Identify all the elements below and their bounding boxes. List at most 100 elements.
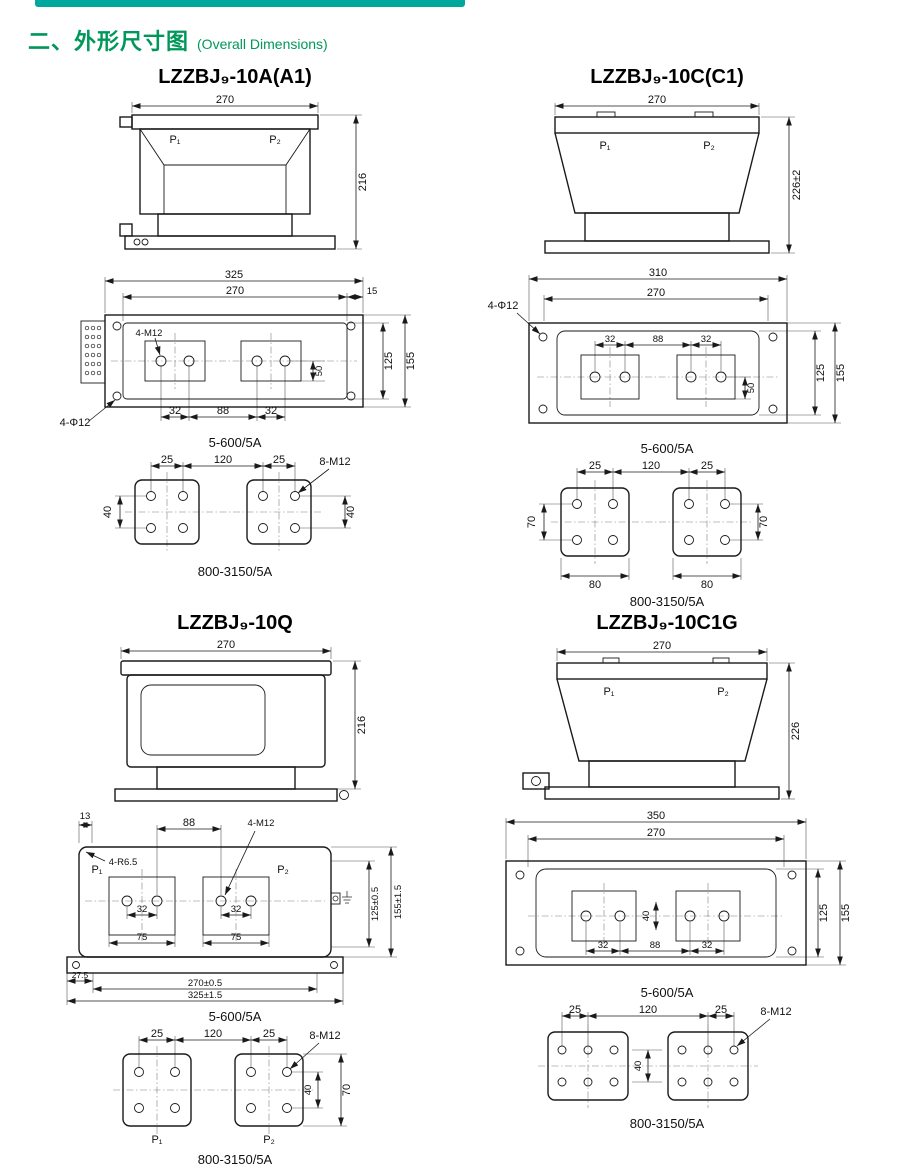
c1g-pads-dim-25-left: 25 [569,1004,581,1016]
c1g-front-extension-lines [556,648,795,800]
q-pads-dim-40: 40 [303,1085,314,1096]
a-plan-phi-leader [88,399,116,422]
c-pads-dim-25-right: 25 [701,460,713,472]
c-plan-dim-outer-width: 310 [649,267,667,279]
a-plan-dim-32-right: 32 [265,405,277,417]
c-plan-dim-88: 88 [653,334,664,345]
c-plan-dim-125: 125 [815,364,827,382]
a-plan-phi-label: 4-Φ12 [60,417,91,429]
c-pads-dim-70-left: 70 [526,516,538,528]
c-pads-extension-lines [539,468,763,580]
q-plan-dim-125: 125±0.5 [370,887,381,921]
a-pads-dim-25-left: 25 [161,454,173,466]
c1g-pads-dim-120: 120 [639,1004,657,1016]
c1g-plan-dim-125: 125 [818,904,830,922]
c-plan-dim-155: 155 [835,364,847,382]
c-pads-centerlines [551,480,751,564]
c1g-plan-plate-outline [505,860,807,966]
c1g-plan-dim-40: 40 [641,911,652,922]
c-front-dim-width: 270 [648,94,666,106]
a-pads-dim-25-right: 25 [273,454,285,466]
a-plan-dim-125: 125 [383,352,395,370]
a-plan-dim-32-left: 32 [169,405,181,417]
q-pads-dim-25-right: 25 [263,1028,275,1040]
a-plan-dim-155: 155 [405,352,417,370]
a-pads-m12-leader [297,468,330,494]
c1g-plan-centerlines [528,883,784,949]
c-plan-extension-lines [528,275,841,424]
c-front-p1-label: P₁ [599,140,610,152]
section-header: 二、外形尺寸图 (Overall Dimensions) [28,24,328,56]
a-pads-extension-lines [115,462,351,529]
panel-c-title: LZZBJ₉-10C(C1) [590,66,744,88]
a-front-view-drawing: 270 216 P₁ P₂ [119,94,369,250]
c1g-front-body-outline [522,657,780,800]
a-plan-dim-50: 50 [314,366,325,377]
a-front-dim-width: 270 [216,94,234,106]
q-plan-dim-13: 13 [80,811,91,822]
c-front-dim-height: 226±2 [791,170,803,201]
q-plan-radius-label: 4-R6.5 [109,857,138,868]
a-plan-dim-88: 88 [217,405,229,417]
q-plan-dim-32-left: 32 [137,904,148,915]
a-pads-dimension-lines [117,463,348,528]
panel-q-range-caption-2: 800-3150/5A [197,1152,273,1167]
c1g-plan-view-drawing: 350 270 40 32 88 32 125 155 [505,810,852,966]
c1g-pads-m12-leader [736,1018,771,1047]
q-plan-centerlines [85,869,325,941]
q-pads-dim-25-left: 25 [151,1028,163,1040]
panel-c1g-range-caption-2: 800-3150/5A [629,1116,705,1131]
panel-lzzbj9-10c: LZZBJ₉-10C(C1) 270 226±2 P₁ P₂ [452,64,882,611]
panel-a-title: LZZBJ₉-10A(A1) [158,66,312,88]
c-front-view-drawing: 270 226±2 P₁ P₂ [544,94,803,254]
q-plan-dim-325: 325±1.5 [188,990,222,1001]
a-front-dimension-lines [132,103,359,249]
a-plan-dim-outer-width: 325 [225,269,243,281]
panel-lzzbj9-10c1g: LZZBJ₉-10C1G 270 226 P₁ P₂ [452,610,882,1133]
q-pads-extension-lines [138,1036,347,1127]
q-plan-ground-terminal [330,891,352,905]
q-plan-m12-label: 4-M12 [248,818,275,829]
top-accent-bar [35,0,465,7]
q-plan-dim-75-right: 75 [231,932,242,943]
q-plan-dim-32-right: 32 [231,904,242,915]
c-pads-dimension-lines [541,469,761,579]
panel-lzzbj9-10a: LZZBJ₉-10A(A1) 270 216 P₁ P₂ [20,64,450,581]
c1g-pads-m12-label: 8-M12 [760,1006,791,1018]
c1g-front-dimension-lines [557,649,792,799]
q-plan-view-drawing: 13 4-R6.5 88 4-M12 P₁ P₂ 32 32 75 75 27.… [66,811,404,1005]
c1g-plan-dim-inner-width: 270 [647,827,665,839]
q-front-extension-lines [120,647,361,790]
q-plan-dimension-lines [67,822,394,1004]
c1g-front-dim-width: 270 [653,640,671,652]
q-pads-centerlines [113,1046,313,1134]
c1g-pads-view-drawing: 25 120 25 8-M12 40 [538,1004,792,1108]
panel-c1g-range-caption-1: 5-600/5A [640,985,694,1000]
a-plan-m12-leader [154,337,161,356]
c-plan-view-drawing: 310 270 4-Φ12 32 88 32 50 125 155 [488,267,847,424]
a-front-p2-label: P₂ [269,134,281,146]
q-pads-p2-label: P₂ [263,1134,275,1146]
c-plan-dim-32-right: 32 [701,334,712,345]
panel-a-range-caption-1: 5-600/5A [208,435,262,450]
panel-a-range-caption-2: 800-3150/5A [197,564,273,579]
panel-q-range-caption-1: 5-600/5A [208,1009,262,1024]
q-pads-dim-120: 120 [204,1028,222,1040]
q-front-body-outline [114,660,349,802]
a-pads-dim-120: 120 [214,454,232,466]
a-front-body-outline [119,114,336,250]
c1g-plan-dim-88: 88 [650,940,661,951]
a-plan-terminal-pads [144,340,302,382]
q-plan-m12-leader [224,830,256,896]
q-plan-radius-leader [85,851,106,862]
section-title-zh: 二、外形尺寸图 [28,29,190,54]
c-pads-dim-80-left: 80 [589,579,601,591]
c-pads-dim-70-right: 70 [758,516,770,528]
panel-q-title: LZZBJ₉-10Q [177,612,293,634]
q-plan-p2-label: P₂ [277,864,289,876]
a-pads-dim-40-right: 40 [345,506,357,518]
c1g-plan-dim-32-right: 32 [702,940,713,951]
c-plan-centerlines [537,347,779,407]
a-plan-centerlines [111,333,357,389]
q-pads-p1-label: P₁ [151,1134,162,1146]
